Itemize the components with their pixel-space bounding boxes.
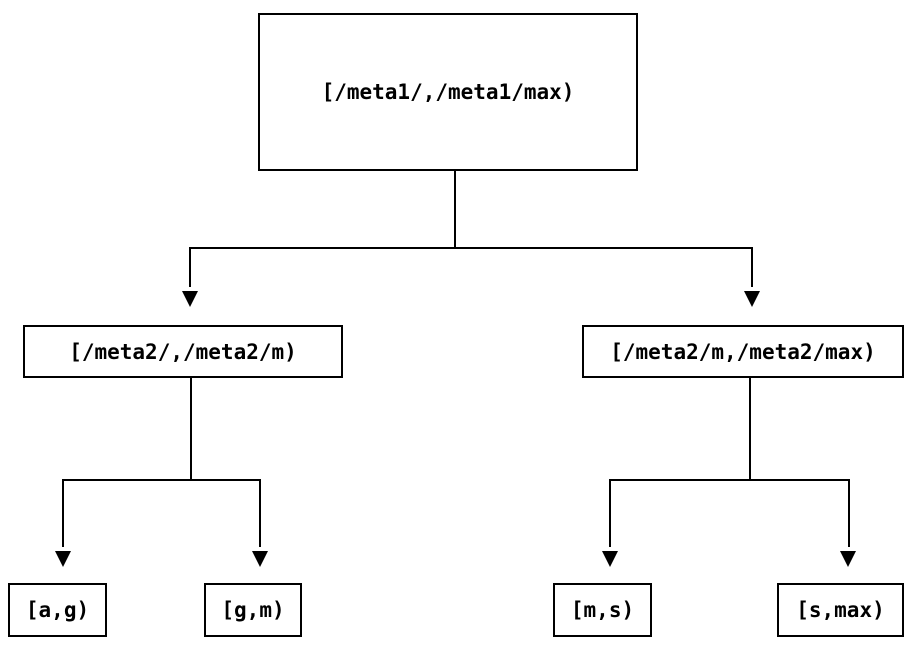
arrowhead-down-icon [602,551,618,567]
tree-node-leaf-gm: [g,m) [204,583,302,637]
arrowhead-down-icon [55,551,71,567]
arrowhead-down-icon [252,551,268,567]
tree-node-leaf-ms: [m,s) [553,583,652,637]
tree-node-leaf-smax: [s,max) [777,583,904,637]
tree-node-leaf-ag: [a,g) [8,583,107,637]
connector-level1-branch [189,247,753,249]
arrowhead-down-icon [744,291,760,307]
tree-node-leaf-gm-label: [g,m) [221,598,285,622]
arrowhead-down-icon [182,291,198,307]
connector-level1-left-drop [189,247,191,287]
connector-left-subtree-stem [190,378,192,481]
tree-node-root: [/meta1/,/meta1/max) [258,13,638,171]
tree-node-root-label: [/meta1/,/meta1/max) [321,80,575,104]
tree-node-level1-right-label: [/meta2/m,/meta2/max) [610,339,876,364]
connector-leaf-gm-drop [259,479,261,547]
tree-node-leaf-ag-label: [a,g) [25,598,90,622]
connector-leaf-smax-drop [848,479,850,547]
connector-leaf-ms-drop [609,479,611,547]
connector-level1-right-drop [751,247,753,287]
tree-node-level1-right: [/meta2/m,/meta2/max) [582,325,904,378]
tree-node-leaf-smax-label: [s,max) [796,598,885,622]
tree-node-leaf-ms-label: [m,s) [570,598,635,622]
connector-right-subtree-stem [749,378,751,481]
connector-right-subtree-branch [609,479,850,481]
tree-node-level1-left: [/meta2/,/meta2/m) [23,325,343,378]
tree-node-level1-left-label: [/meta2/,/meta2/m) [69,339,297,364]
connector-root-stem [454,171,456,249]
connector-left-subtree-branch [62,479,261,481]
connector-leaf-ag-drop [62,479,64,547]
arrowhead-down-icon [840,551,856,567]
